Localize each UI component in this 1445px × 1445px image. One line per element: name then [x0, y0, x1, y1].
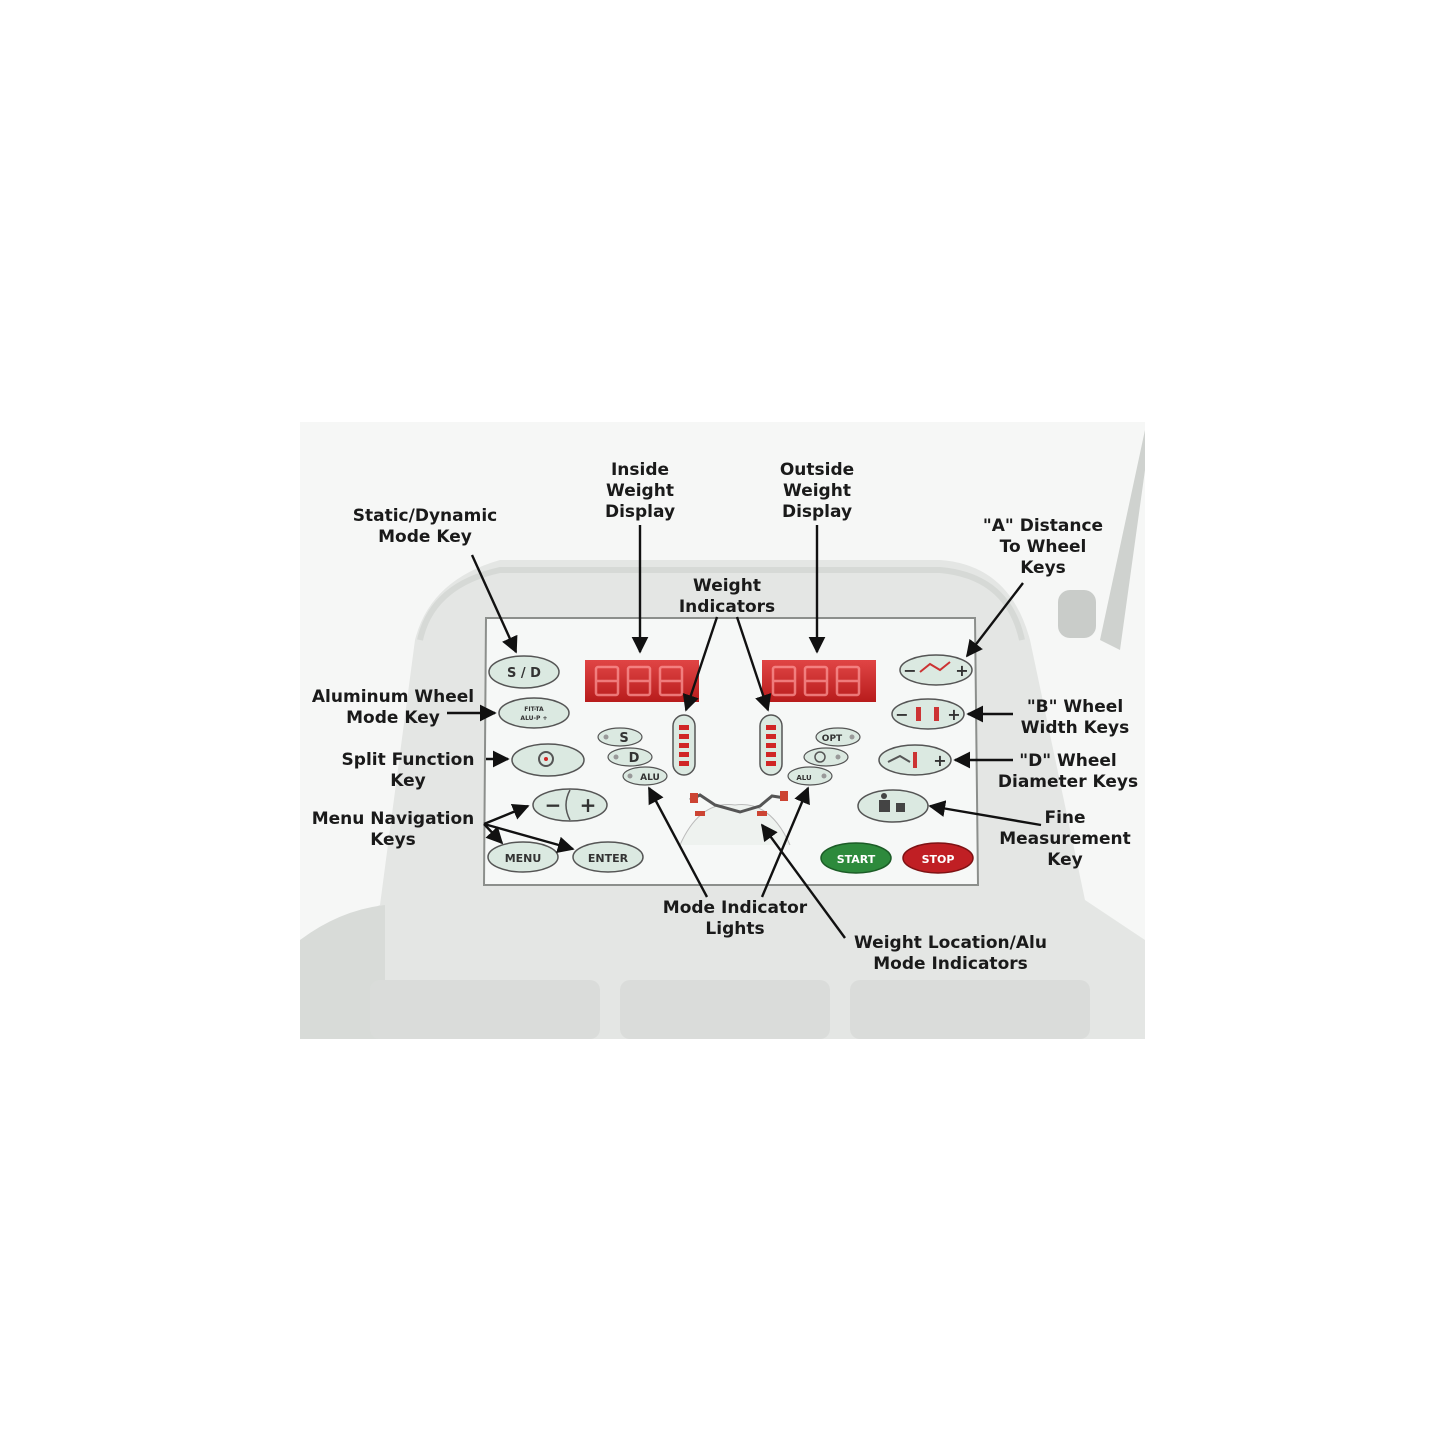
menu-navigation-minus-plus-key[interactable]: − + [532, 788, 608, 822]
arrow-mode-lights-left [647, 786, 709, 898]
outside-weight-indicator [759, 714, 783, 776]
d-diameter-keys[interactable]: + [878, 744, 952, 776]
inside-weight-indicator [672, 714, 696, 776]
mode-indicator-split [803, 747, 849, 767]
menu-key[interactable]: MENU [487, 841, 559, 873]
svg-text:+: + [955, 661, 968, 680]
arrow-weight-location [761, 823, 846, 939]
enter-key[interactable]: ENTER [572, 841, 644, 873]
svg-text:STOP: STOP [922, 853, 955, 866]
svg-text:+: + [580, 793, 597, 817]
svg-text:−: − [903, 661, 916, 680]
arrow-a-distance [965, 582, 1024, 658]
svg-text:MENU: MENU [505, 852, 542, 865]
stop-button[interactable]: STOP [902, 842, 974, 874]
gauge-arm [1100, 430, 1145, 650]
svg-text:−: − [545, 793, 562, 817]
arrow-fine [928, 800, 1042, 827]
outside-weight-display [762, 660, 876, 702]
svg-text:D: D [629, 751, 640, 766]
b-width-keys[interactable]: − + [891, 698, 965, 730]
split-function-key[interactable] [511, 743, 585, 777]
arrow-weight-indicator-left [682, 616, 719, 712]
aluminum-wheel-mode-key[interactable]: FIT-TA ALU-P + [498, 697, 570, 729]
svg-text:−: − [895, 705, 908, 724]
svg-text:FIT-TA: FIT-TA [524, 706, 544, 713]
arrow-menu-key [483, 823, 504, 845]
mode-indicator-s: S [597, 727, 643, 747]
mode-indicator-alu: ALU [622, 766, 668, 786]
svg-text:OPT: OPT [822, 734, 843, 744]
start-button[interactable]: START [820, 842, 892, 874]
housing-shadow [300, 905, 385, 1039]
housing-rim [417, 567, 1025, 641]
wheel-icon [538, 751, 554, 767]
svg-text:ALU: ALU [640, 773, 660, 783]
fine-measurement-key[interactable] [857, 789, 929, 823]
svg-text:+: + [947, 705, 960, 724]
arrow-enter-key [483, 822, 575, 853]
tray-middle [620, 980, 830, 1039]
static-dynamic-key[interactable]: S / D [488, 655, 560, 689]
arrow-weight-indicator-right [735, 616, 772, 712]
svg-text:ENTER: ENTER [588, 852, 629, 865]
fine-measure-icon [879, 793, 905, 812]
mode-indicator-opt: OPT [815, 727, 861, 747]
a-distance-keys[interactable]: − + [899, 654, 973, 686]
svg-text:+: + [933, 751, 946, 770]
mode-indicator-d: D [607, 747, 653, 767]
tray-left [370, 980, 600, 1039]
gauge-knob [1058, 590, 1096, 638]
svg-text:ALU: ALU [796, 774, 812, 782]
arrow-static-dynamic [470, 554, 518, 654]
mode-indicator-alu-right: ALU [787, 766, 833, 786]
arrow-menu-plusminus [483, 803, 530, 826]
svg-text:S: S [619, 731, 628, 746]
inside-weight-display [585, 660, 699, 702]
arrow-mode-lights-right [760, 786, 810, 898]
svg-text:START: START [837, 853, 876, 866]
svg-text:S / D: S / D [507, 666, 541, 681]
svg-text:ALU-P +: ALU-P + [520, 715, 547, 722]
tray-right [850, 980, 1090, 1039]
